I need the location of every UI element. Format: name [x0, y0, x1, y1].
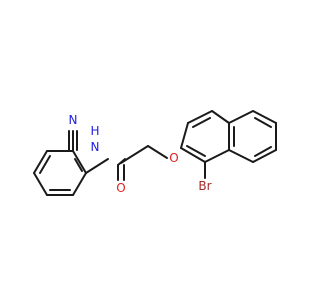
bromine-label: Br [198, 179, 211, 193]
amide-linker: N H O O [85, 124, 179, 195]
bond [186, 145, 206, 157]
bond [39, 155, 51, 174]
bond [74, 158, 83, 172]
bond [33, 172, 48, 196]
bond [254, 117, 272, 128]
naphthalene-ring: Br [180, 110, 277, 193]
bond [254, 146, 272, 157]
bond [85, 158, 109, 174]
bond [72, 150, 87, 174]
bond [180, 147, 206, 163]
nitrile-nitrogen-label: N [69, 113, 78, 127]
carbonyl-oxygen-label: O [116, 181, 125, 195]
bond [33, 150, 48, 174]
bond [147, 145, 168, 159]
bond [120, 145, 149, 164]
bond [72, 172, 87, 196]
nitrile-group: N [68, 113, 78, 152]
amide-hydrogen-label: H [90, 124, 99, 138]
amide-nitrogen-label: N [91, 140, 100, 154]
bond [228, 110, 254, 124]
ether-oxygen-label: O [169, 151, 178, 165]
bond [252, 149, 277, 163]
molecule-structure: N N H O O Br [33, 110, 277, 196]
bond [204, 149, 230, 163]
bond [187, 110, 213, 124]
bond [180, 122, 189, 149]
bond [228, 149, 254, 163]
cyanophenyl-ring [33, 150, 87, 196]
bond [252, 110, 277, 124]
bond [211, 110, 230, 124]
bond [192, 117, 211, 128]
